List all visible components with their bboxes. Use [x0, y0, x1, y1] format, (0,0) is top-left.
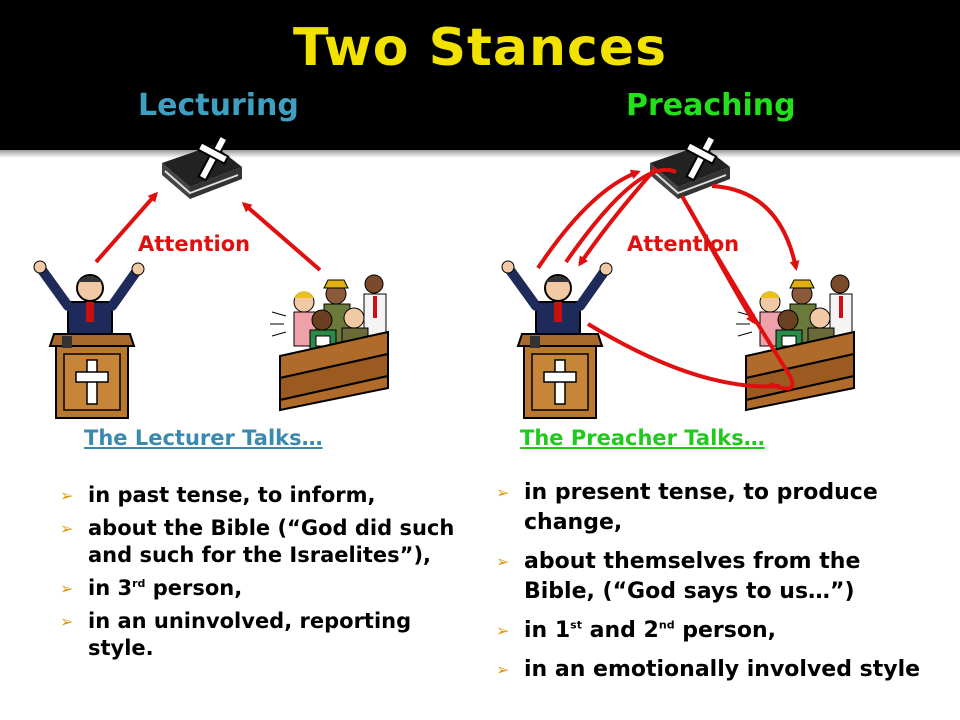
stance-preaching: Preaching	[626, 88, 796, 123]
bullet-arrow-icon: ➢	[60, 486, 74, 505]
attention-arrow-icon	[94, 191, 158, 264]
list-item: ➢about the Bible (“God did such and such…	[60, 516, 455, 567]
preacher-at-pulpit-icon	[34, 261, 144, 418]
congregation-in-pews-icon	[735, 274, 855, 411]
attention-arrow-icon	[680, 195, 795, 391]
list-item: ➢in an uninvolved, reporting style.	[60, 609, 412, 660]
list-item: ➢in 3rd person,	[60, 576, 243, 600]
bullet-arrow-icon: ➢	[60, 612, 74, 631]
bullet-arrow-icon: ➢	[496, 483, 510, 502]
slide-title: Two Stances	[292, 18, 668, 78]
attention-arrow-icon	[564, 167, 677, 264]
title-banner	[0, 0, 960, 150]
lecturer-bullet-list: ➢in past tense, to inform, ➢about the Bi…	[60, 482, 460, 668]
banner-divider	[0, 150, 960, 158]
bullet-arrow-icon: ➢	[60, 519, 74, 538]
list-item: ➢in 1st and 2nd person,	[496, 616, 936, 646]
attention-arrow-icon	[536, 169, 641, 270]
list-item: ➢in past tense, to inform,	[60, 483, 376, 507]
bible-icon	[649, 134, 731, 200]
congregation-in-pews-icon	[269, 274, 389, 411]
attention-arrow-icon	[241, 202, 322, 272]
attention-arrow-icon	[711, 184, 800, 271]
preacher-bullet-list: ➢in present tense, to produce change, ➢a…	[496, 478, 936, 694]
preacher-heading[interactable]: The Preacher Talks…	[520, 426, 765, 450]
bible-icon	[161, 134, 243, 200]
list-item: ➢in present tense, to produce change,	[496, 480, 878, 535]
list-item: ➢about themselves from the Bible, (“God …	[496, 549, 861, 604]
attention-arrow-icon	[578, 166, 658, 267]
bullet-arrow-icon: ➢	[496, 660, 510, 679]
stance-lecturing: Lecturing	[138, 88, 299, 123]
attention-label-left: Attention	[138, 232, 251, 256]
attention-arrow-icon	[586, 322, 781, 389]
list-item: ➢in an emotionally involved style	[496, 655, 936, 685]
bullet-arrow-icon: ➢	[496, 621, 510, 640]
lecturer-heading[interactable]: The Lecturer Talks…	[84, 426, 323, 450]
preacher-at-pulpit-icon	[502, 261, 612, 418]
bullet-arrow-icon: ➢	[60, 579, 74, 598]
attention-label-right: Attention	[627, 232, 740, 256]
bullet-arrow-icon: ➢	[496, 552, 510, 571]
